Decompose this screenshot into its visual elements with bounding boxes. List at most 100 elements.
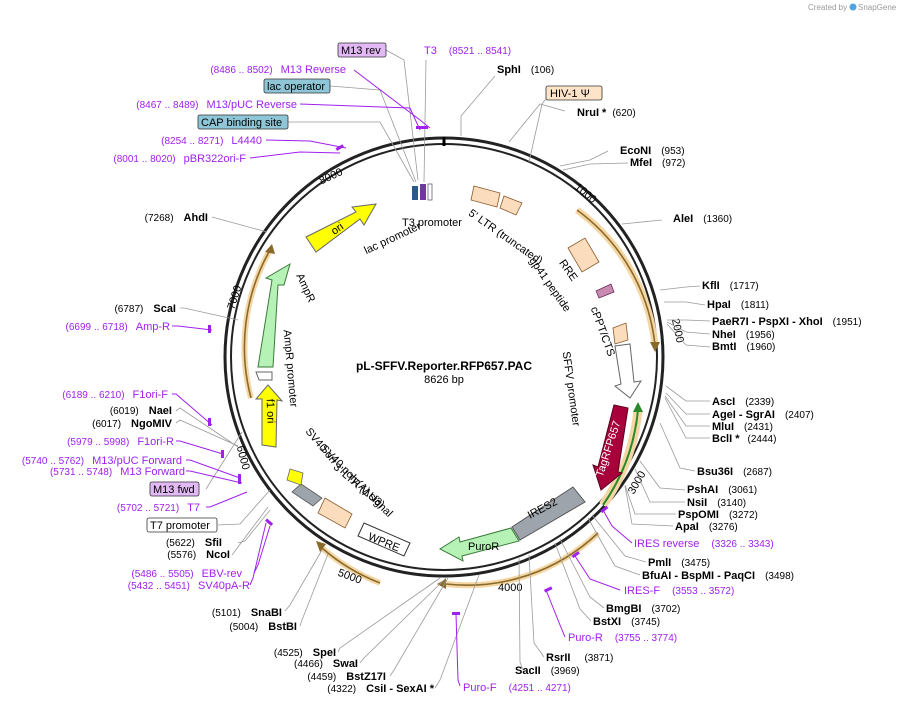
primer-m13-forward[interactable]: (5731 .. 5748)M13 Forward [50,466,185,478]
enzyme-apai[interactable]: ApaI(3276) [675,521,738,533]
enzyme-hpai[interactable]: HpaI(1811) [707,299,769,311]
tagrfp657-arrow[interactable] [592,404,629,491]
snapgene-logo-icon [849,3,857,11]
primer-l4440[interactable]: (8254 .. 8271)L4440 [161,135,262,147]
primer-amp-r[interactable]: (6699 .. 6718)Amp-R [66,321,171,333]
rre-block[interactable] [567,237,600,273]
plasmid-size: 8626 bp [424,374,464,386]
enzyme-ahdi[interactable]: (7268)AhdI [145,212,208,224]
enzyme-mfei[interactable]: MfeI(972) [630,157,685,169]
badge-m13-fwd-label: M13 fwd [153,484,195,496]
t3-promoter-label: T3 promoter [402,217,462,229]
enzyme-nhei[interactable]: NheI(1956) [712,329,775,341]
primer-ebv-rev[interactable]: (5486 .. 5505)EBV-rev [131,568,242,580]
enzyme-kfli[interactable]: KflI(1717) [702,280,759,292]
orange-band-4-line [243,249,271,399]
primer-sv40pa-r[interactable]: (5432 .. 5451)SV40pA-R [128,580,250,592]
sv40ori-block[interactable] [291,483,323,507]
enzyme-naei[interactable]: (6019)NaeI [110,405,172,417]
primer-m13-puc-forward[interactable]: (5740 .. 5762)M13/pUC Forward [22,455,182,467]
primer-t3[interactable]: T3(8521 .. 8541) [424,45,511,57]
enzyme-sfii[interactable]: (5622)SfiI [166,537,222,549]
tick-5000: 5000 [336,567,363,587]
enzyme-sacii[interactable]: SacII(3969) [515,665,580,677]
enzyme-pshai[interactable]: PshAI(3061) [687,484,757,496]
green-band-arrow [633,402,643,412]
badge-lac-operator[interactable] [263,78,331,94]
ori-arrow[interactable] [305,203,377,253]
primer-ires-f[interactable]: IRES-F(3553 .. 3572) [624,585,734,597]
badge-m13-fwd[interactable] [149,481,200,497]
enzyme-agei-sgrai[interactable]: AgeI - SgrAI(2407) [712,409,814,421]
gp41-block[interactable] [595,283,615,299]
enzyme-sphi[interactable]: SphI(106) [497,64,554,76]
enzyme-bstbi[interactable]: (5004)BstBI [229,621,297,633]
primer-pbr322ori-f[interactable]: (8001 .. 8020)pBR322ori-F [113,153,246,165]
sffv-promoter-arrow[interactable] [613,343,643,399]
enzyme-csii-sexai[interactable]: (4322)CsiI - SexAI * [327,683,434,695]
enzyme-paer7i-pspxi-xhoi[interactable]: PaeR7I - PspXI - XhoI(1951) [712,316,862,328]
cppt-block[interactable] [612,322,629,345]
t3-promoter-mark [427,183,433,201]
ires2-block[interactable] [511,486,586,541]
badge-t7-promoter[interactable] [146,517,218,533]
enzyme-snabi[interactable]: (5101)SnaBI [212,607,282,619]
enzyme-pspomi[interactable]: PspOMI(3272) [678,509,758,521]
ampr-arrow[interactable] [257,262,291,368]
puror-label: PuroR [468,541,499,553]
badge-m13-rev-label: M13 rev [341,45,381,57]
enzyme-rsrii[interactable]: RsrII(3871) [546,652,613,664]
enzyme-bstz17i[interactable]: (4459)BstZ17I [307,671,386,683]
primer-ires-reverse[interactable]: IRES reverse(3326 .. 3343) [634,538,774,550]
ltr5-block-b[interactable] [499,195,523,216]
ampr-promoter-arrow[interactable] [255,371,273,381]
enzyme-spei[interactable]: (4525)SpeI [274,647,336,659]
badge-m13-rev[interactable] [337,42,387,58]
primer-puro-f[interactable]: Puro-F(4251 .. 4271) [463,682,571,694]
enzyme-scai[interactable]: (6787)ScaI [114,303,176,315]
wpre-block[interactable] [357,522,411,557]
primer-puro-r[interactable]: Puro-R(3755 .. 3774) [568,632,677,644]
enzyme-mlui[interactable]: MluI(2431) [712,421,773,433]
enzyme-ncoi[interactable]: (5576)NcoI [167,549,230,561]
enzyme-bmti[interactable]: BmtI(1960) [712,341,775,353]
primer-marks [208,126,609,615]
primer-m13-puc-reverse[interactable]: (8467 .. 8489)M13/pUC Reverse [136,99,297,111]
badge-hiv-psi[interactable] [545,85,603,101]
ltr5-block-a[interactable] [470,185,501,208]
lac-operator-mark [412,186,418,200]
primer-f1ori-f[interactable]: (6189 .. 6210)F1ori-F [62,389,168,401]
orange-band-2-arrow [437,579,446,589]
enzyme-ngomiv[interactable]: (6017)NgoMIV [92,418,173,430]
enzyme-bcli[interactable]: BclI *(2444) [712,433,776,445]
enzyme-nrui[interactable]: NruI *(620) [577,107,636,119]
f1-ori-label: f1 ori [264,399,277,424]
enzyme-swai[interactable]: (4466)SwaI [294,658,358,670]
enzyme-econi[interactable]: EcoNI(953) [620,145,685,157]
ampr-promoter-label: AmpR promoter [281,329,300,408]
tick-6000: 6000 [234,444,252,471]
sffv-label: SFFV promoter [560,351,582,427]
lac-promoter-mark [420,184,426,200]
green-band-line [602,409,639,506]
enzyme-bfuai-bspmi-paqci[interactable]: BfuAI - BspMI - PaqCI(3498) [642,570,794,582]
primer-f1ori-r[interactable]: (5979 .. 5998)F1ori-R [67,436,174,448]
sv40-yellow-block[interactable] [286,468,304,486]
ltr3-block[interactable] [317,497,353,529]
primer-m13-reverse[interactable]: (8486 .. 8502)M13 Reverse [210,64,346,76]
orange-band-1-line [576,209,656,346]
enzyme-bsu36i[interactable]: Bsu36I(2687) [697,466,772,478]
enzyme-bstxi[interactable]: BstXI(3745) [593,616,660,628]
enzyme-bmgbi[interactable]: BmgBI(3702) [606,603,680,615]
enzyme-leaders [175,75,711,689]
primer-t7[interactable]: (5702 .. 5721)T7 [117,502,200,514]
enzyme-pmli[interactable]: PmlI(3475) [648,557,710,569]
f1-ori-arrow[interactable] [254,384,284,448]
enzyme-alei[interactable]: AleI(1360) [673,213,732,225]
tick-1000: 1000 [572,181,598,206]
puror-arrow[interactable] [438,527,520,562]
badge-cap-binding-site[interactable] [197,114,289,130]
enzyme-asci[interactable]: AscI(2339) [712,396,774,408]
enzyme-nsii[interactable]: NsiI(3140) [687,497,746,509]
